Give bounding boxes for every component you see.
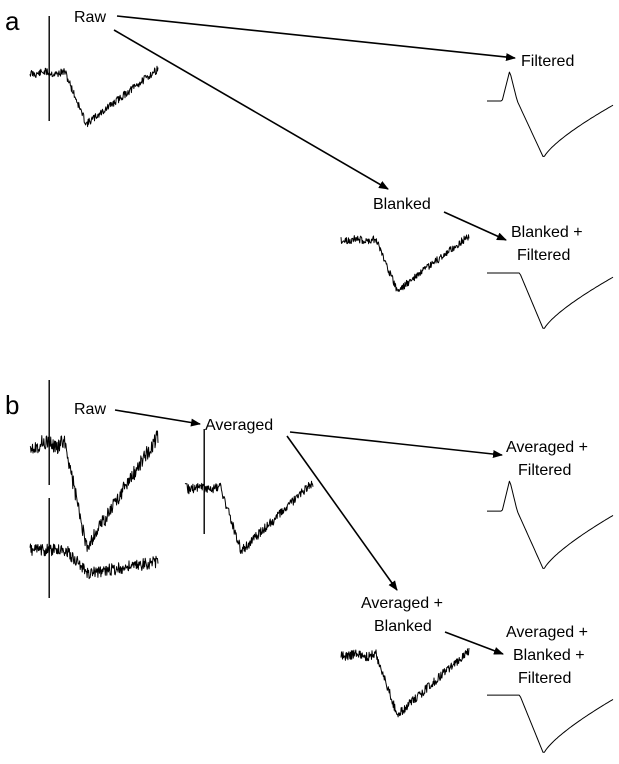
label-raw-a: Raw xyxy=(74,9,106,26)
trace-blanked-a xyxy=(340,234,470,292)
label-averaged-blanked-b-line2: Blanked xyxy=(374,618,432,635)
trace-averaged-blanked-b xyxy=(340,648,470,718)
arrow-averaged-blanked-to-averaged-blanked-filtered-b xyxy=(444,631,504,655)
label-averaged-blanked-filtered-b-line1: Averaged + xyxy=(506,624,588,641)
trace-raw-a xyxy=(29,65,159,128)
trace-blanked-filtered-a xyxy=(487,272,614,329)
trace-filtered-a xyxy=(487,71,614,157)
label-filtered-a: Filtered xyxy=(521,53,574,70)
trace-averaged-b xyxy=(184,480,314,554)
label-blanked-a: Blanked xyxy=(373,196,431,213)
label-averaged-blanked-b-line1: Averaged + xyxy=(361,595,443,612)
label-averaged-blanked-filtered-b-line3: Filtered xyxy=(518,670,571,687)
trace-raw-b-2 xyxy=(29,543,159,580)
label-averaged-filtered-b-line2: Filtered xyxy=(518,462,571,479)
panel-b-letter: b xyxy=(5,390,19,420)
label-averaged-blanked-filtered-b-line2: Blanked + xyxy=(513,647,585,664)
trace-averaged-filtered-b xyxy=(487,480,614,569)
arrow-blanked-to-blanked-filtered-a xyxy=(443,211,507,241)
arrow-raw-to-averaged-b xyxy=(114,409,201,427)
panel-a-letter: a xyxy=(5,6,20,36)
label-blanked-filtered-a-line1: Blanked + xyxy=(511,224,583,241)
trace-averaged-blanked-filtered-b xyxy=(487,694,614,753)
arrow-averaged-to-averaged-blanked-b xyxy=(286,435,398,591)
label-averaged-b: Averaged xyxy=(205,417,273,434)
trace-raw-b-1 xyxy=(29,430,159,552)
arrow-raw-to-filtered-a xyxy=(116,15,516,62)
label-blanked-filtered-a-line2: Filtered xyxy=(517,247,570,264)
label-averaged-filtered-b-line1: Averaged + xyxy=(506,439,588,456)
label-raw-b: Raw xyxy=(74,401,106,418)
arrow-raw-to-blanked-a xyxy=(113,29,389,190)
arrow-averaged-to-averaged-filtered-b xyxy=(289,431,503,459)
